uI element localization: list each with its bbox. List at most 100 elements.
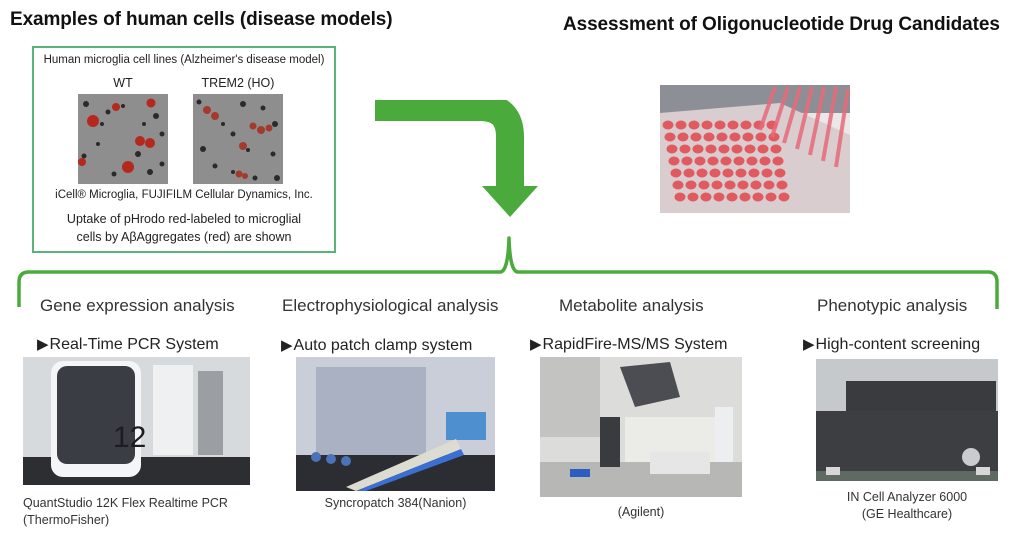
rapidfire-photo: [540, 357, 742, 497]
description-line2: cells by AβAggregates (red) are shown: [76, 230, 292, 244]
well: [683, 168, 695, 178]
well: [761, 168, 773, 178]
well: [724, 180, 736, 190]
well: [755, 132, 767, 142]
patch-clamp-photo: [296, 357, 495, 491]
microscopy-image-wt: [78, 94, 168, 184]
well-plate-photo: [660, 85, 850, 213]
well: [685, 180, 697, 190]
system-pcr: ▶Real-Time PCR System: [37, 335, 219, 354]
well: [778, 192, 790, 202]
well: [713, 192, 725, 202]
system-pcr-label: Real-Time PCR System: [49, 336, 219, 353]
well: [688, 120, 700, 130]
well: [742, 132, 754, 142]
well: [731, 144, 743, 154]
well: [698, 180, 710, 190]
cell-credit: iCell® Microglia, FUJIFILM Cellular Dyna…: [55, 189, 313, 201]
well: [776, 180, 788, 190]
well: [726, 192, 738, 202]
well: [690, 132, 702, 142]
well: [674, 192, 686, 202]
wt-label: WT: [113, 76, 133, 90]
trem2-label: TREM2 (HO): [201, 76, 275, 90]
patch-clamp-machine-icon: [296, 357, 495, 491]
well: [714, 120, 726, 130]
well: [746, 156, 758, 166]
triangle-bullet-icon: ▶: [530, 336, 542, 353]
well: [729, 132, 741, 142]
system-high-content: ▶High-content screening: [803, 335, 980, 354]
well: [670, 168, 682, 178]
in-cell-analyzer-icon: [816, 359, 998, 481]
well: [763, 180, 775, 190]
microscopy-image-trem2: [193, 94, 283, 184]
well: [700, 192, 712, 202]
caption-in-cell-line2: (GE Healthcare): [861, 507, 953, 521]
microscopy-wt-icon: [78, 94, 168, 184]
well: [744, 144, 756, 154]
well: [750, 180, 762, 190]
left-title: Examples of human cells (disease models): [10, 9, 393, 30]
well: [677, 132, 689, 142]
well: [664, 132, 676, 142]
right-title: Assessment of Oligonucleotide Drug Candi…: [563, 14, 1000, 35]
well: [727, 120, 739, 130]
in-cell-analyzer-photo: [816, 359, 998, 481]
well: [733, 156, 745, 166]
pcr-photo: 12: [23, 357, 250, 485]
triangle-bullet-icon: ▶: [37, 336, 49, 353]
system-high-content-label: High-content screening: [815, 336, 981, 353]
system-patch-clamp-label: Auto patch clamp system: [293, 337, 473, 354]
category-electrophysiological: Electrophysiological analysis: [282, 296, 499, 315]
well: [739, 192, 751, 202]
well: [696, 168, 708, 178]
well: [757, 144, 769, 154]
caption-in-cell-line1: IN Cell Analyzer 6000: [846, 490, 968, 504]
well: [679, 144, 691, 154]
well: [687, 192, 699, 202]
well: [748, 168, 760, 178]
pcr-machine-icon: 12: [23, 357, 250, 485]
well: [681, 156, 693, 166]
box-heading: Human microglia cell lines (Alzheimer's …: [43, 54, 325, 66]
well: [716, 132, 728, 142]
well: [672, 180, 684, 190]
well: [694, 156, 706, 166]
well: [705, 144, 717, 154]
category-metabolite: Metabolite analysis: [559, 296, 704, 315]
well-plate-icon: [660, 85, 850, 213]
well: [722, 168, 734, 178]
rapidfire-machine-icon: [540, 357, 742, 497]
triangle-bullet-icon: ▶: [803, 336, 815, 353]
curved-arrow-icon: [375, 100, 538, 217]
well: [774, 168, 786, 178]
well: [701, 120, 713, 130]
svg-text:12: 12: [113, 421, 146, 454]
category-phenotypic: Phenotypic analysis: [817, 296, 968, 315]
well: [711, 180, 723, 190]
well: [709, 168, 721, 178]
cell-model-box: [32, 46, 336, 253]
well: [675, 120, 687, 130]
well: [668, 156, 680, 166]
description-line1: Uptake of pHrodo red-labeled to microgli…: [66, 212, 302, 226]
caption-pcr-line1: QuantStudio 12K Flex Realtime PCR: [23, 496, 228, 510]
well: [707, 156, 719, 166]
well: [740, 120, 752, 130]
bracket-icon: [17, 236, 999, 309]
well: [718, 144, 730, 154]
well: [666, 144, 678, 154]
caption-pcr-line2: (ThermoFisher): [23, 513, 110, 527]
well: [772, 156, 784, 166]
microscopy-trem2-icon: [193, 94, 283, 184]
well: [737, 180, 749, 190]
well: [765, 192, 777, 202]
well: [759, 156, 771, 166]
caption-patch-clamp: Syncropatch 384(Nanion): [324, 496, 467, 510]
well: [692, 144, 704, 154]
well: [720, 156, 732, 166]
system-rapidfire-label: RapidFire-MS/MS System: [542, 336, 728, 353]
well: [703, 132, 715, 142]
well: [752, 192, 764, 202]
